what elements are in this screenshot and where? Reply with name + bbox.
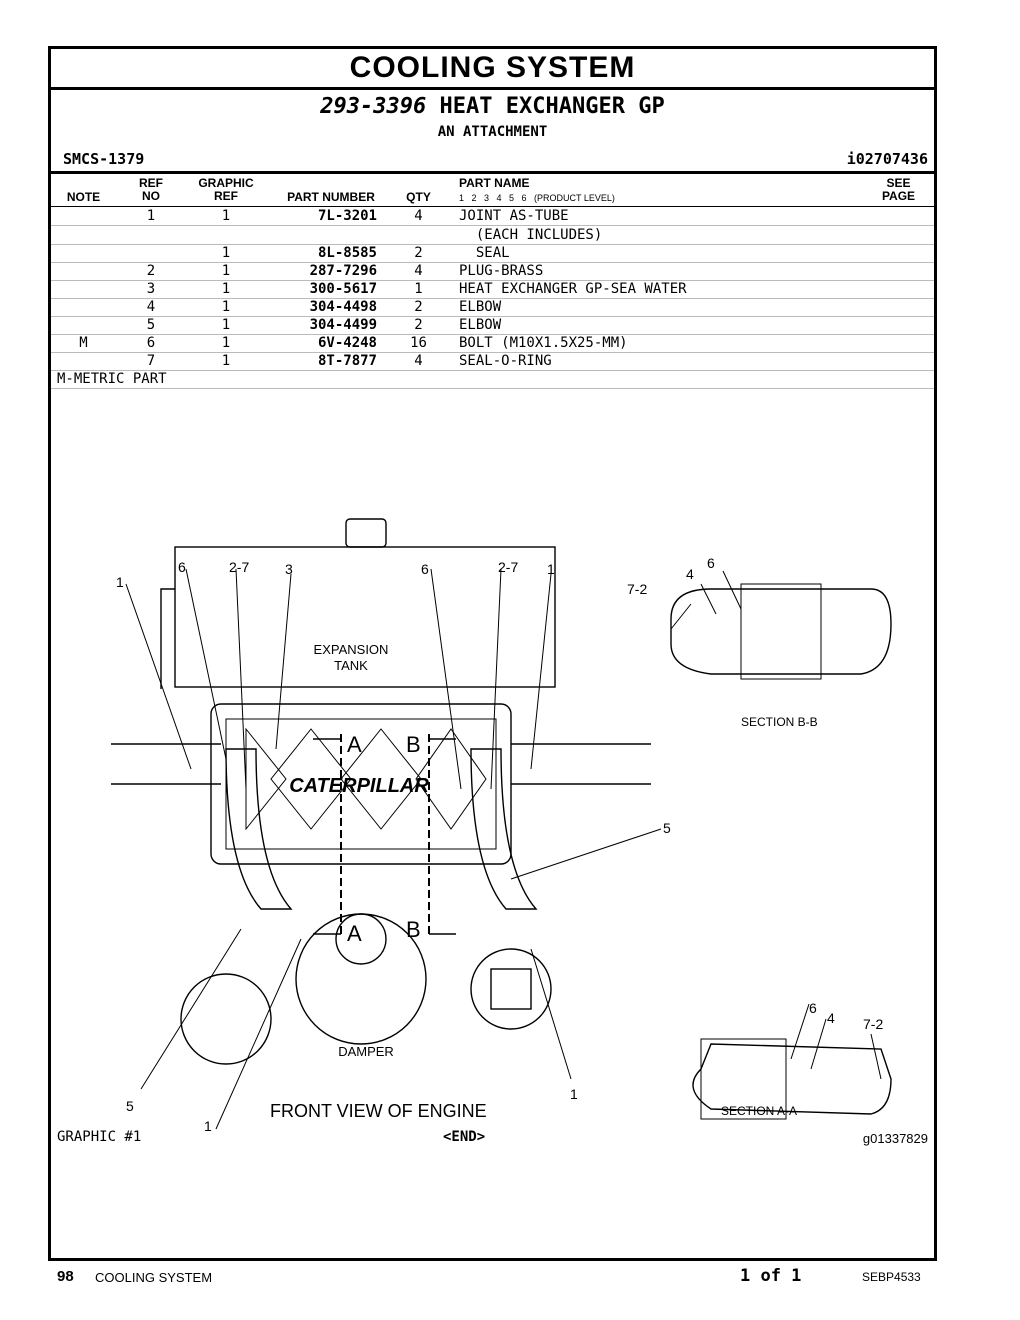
callout: 1 [204,1118,212,1134]
callout: 4 [827,1010,835,1026]
graphic-number: GRAPHIC #1 [57,1129,142,1145]
section-b-bottom: B [406,917,421,942]
callout: 5 [126,1098,134,1114]
graphic-id: g01337829 [862,1131,928,1146]
callout: 6 [421,561,429,577]
document-id: SEBP4533 [862,1270,921,1284]
info-id: i02707436 [846,150,928,168]
front-view-label: FRONT VIEW OF ENGINE [270,1101,487,1121]
callout: 5 [663,820,671,836]
callout: 6 [707,555,715,571]
group-title: 293-3396 HEAT EXCHANGER GP [51,94,934,119]
expansion-tank-label-1: EXPANSION [314,642,389,657]
header-divider [51,171,934,174]
col-note: NOTE [66,190,101,204]
col-part-name: PART NAME [459,176,530,190]
col-part-number: PART NUMBER [287,190,375,204]
right-elbow [470,748,538,910]
expansion-tank-label-2: TANK [334,658,368,673]
page-of: 1 of 1 [740,1266,802,1286]
smcs-code: SMCS-1379 [63,150,145,168]
brand-label: CATERPILLAR [289,775,429,797]
filler-cap-shape [345,518,387,548]
page-footer-title: COOLING SYSTEM [95,1270,213,1285]
page-number: 98 [57,1268,74,1285]
callout: 6 [809,1000,817,1016]
callout: 1 [116,574,124,590]
callout: 4 [686,566,694,582]
page-frame: COOLING SYSTEM 293-3396 HEAT EXCHANGER G… [48,46,937,1261]
callout: 7-2 [627,581,647,597]
damper-label: DAMPER [338,1044,394,1059]
metric-note: M-METRIC PART [57,371,167,387]
left-elbow [225,748,293,910]
section-bb-label: SECTION B-B [741,715,818,729]
attachment-label: AN ATTACHMENT [437,124,548,140]
section-title: COOLING SYSTEM [349,51,636,84]
section-a-bottom: A [347,921,362,946]
col-qty: QTY [406,190,431,204]
group-part-number: 293-3396 [320,94,427,119]
callout: 1 [547,561,555,577]
end-marker: <END> [443,1129,486,1145]
section-aa-label: SECTION A-A [721,1104,797,1118]
section-a-top: A [347,732,362,757]
callout: 2-7 [229,559,249,575]
column-divider [51,206,934,207]
group-part-name: HEAT EXCHANGER GP [439,94,665,119]
section-aa-shape [692,1043,892,1115]
engine-drawing: EXPANSION TANK CATERPILLAR DAMPER FRONT … [111,518,892,1134]
callout: 1 [570,1086,578,1102]
metric-note-row: M-METRIC PART [51,370,934,389]
title-divider [51,87,934,90]
section-bb-shape [670,588,892,675]
callout: 2-7 [498,559,518,575]
section-b-top: B [406,732,421,757]
callout: 6 [178,559,186,575]
callout: 3 [285,561,293,577]
col-product-level: 1 2 3 4 5 6 (PRODUCT LEVEL) [459,193,615,203]
table-row: (EACH INCLUDES) [51,226,934,245]
callout: 7-2 [863,1016,883,1032]
